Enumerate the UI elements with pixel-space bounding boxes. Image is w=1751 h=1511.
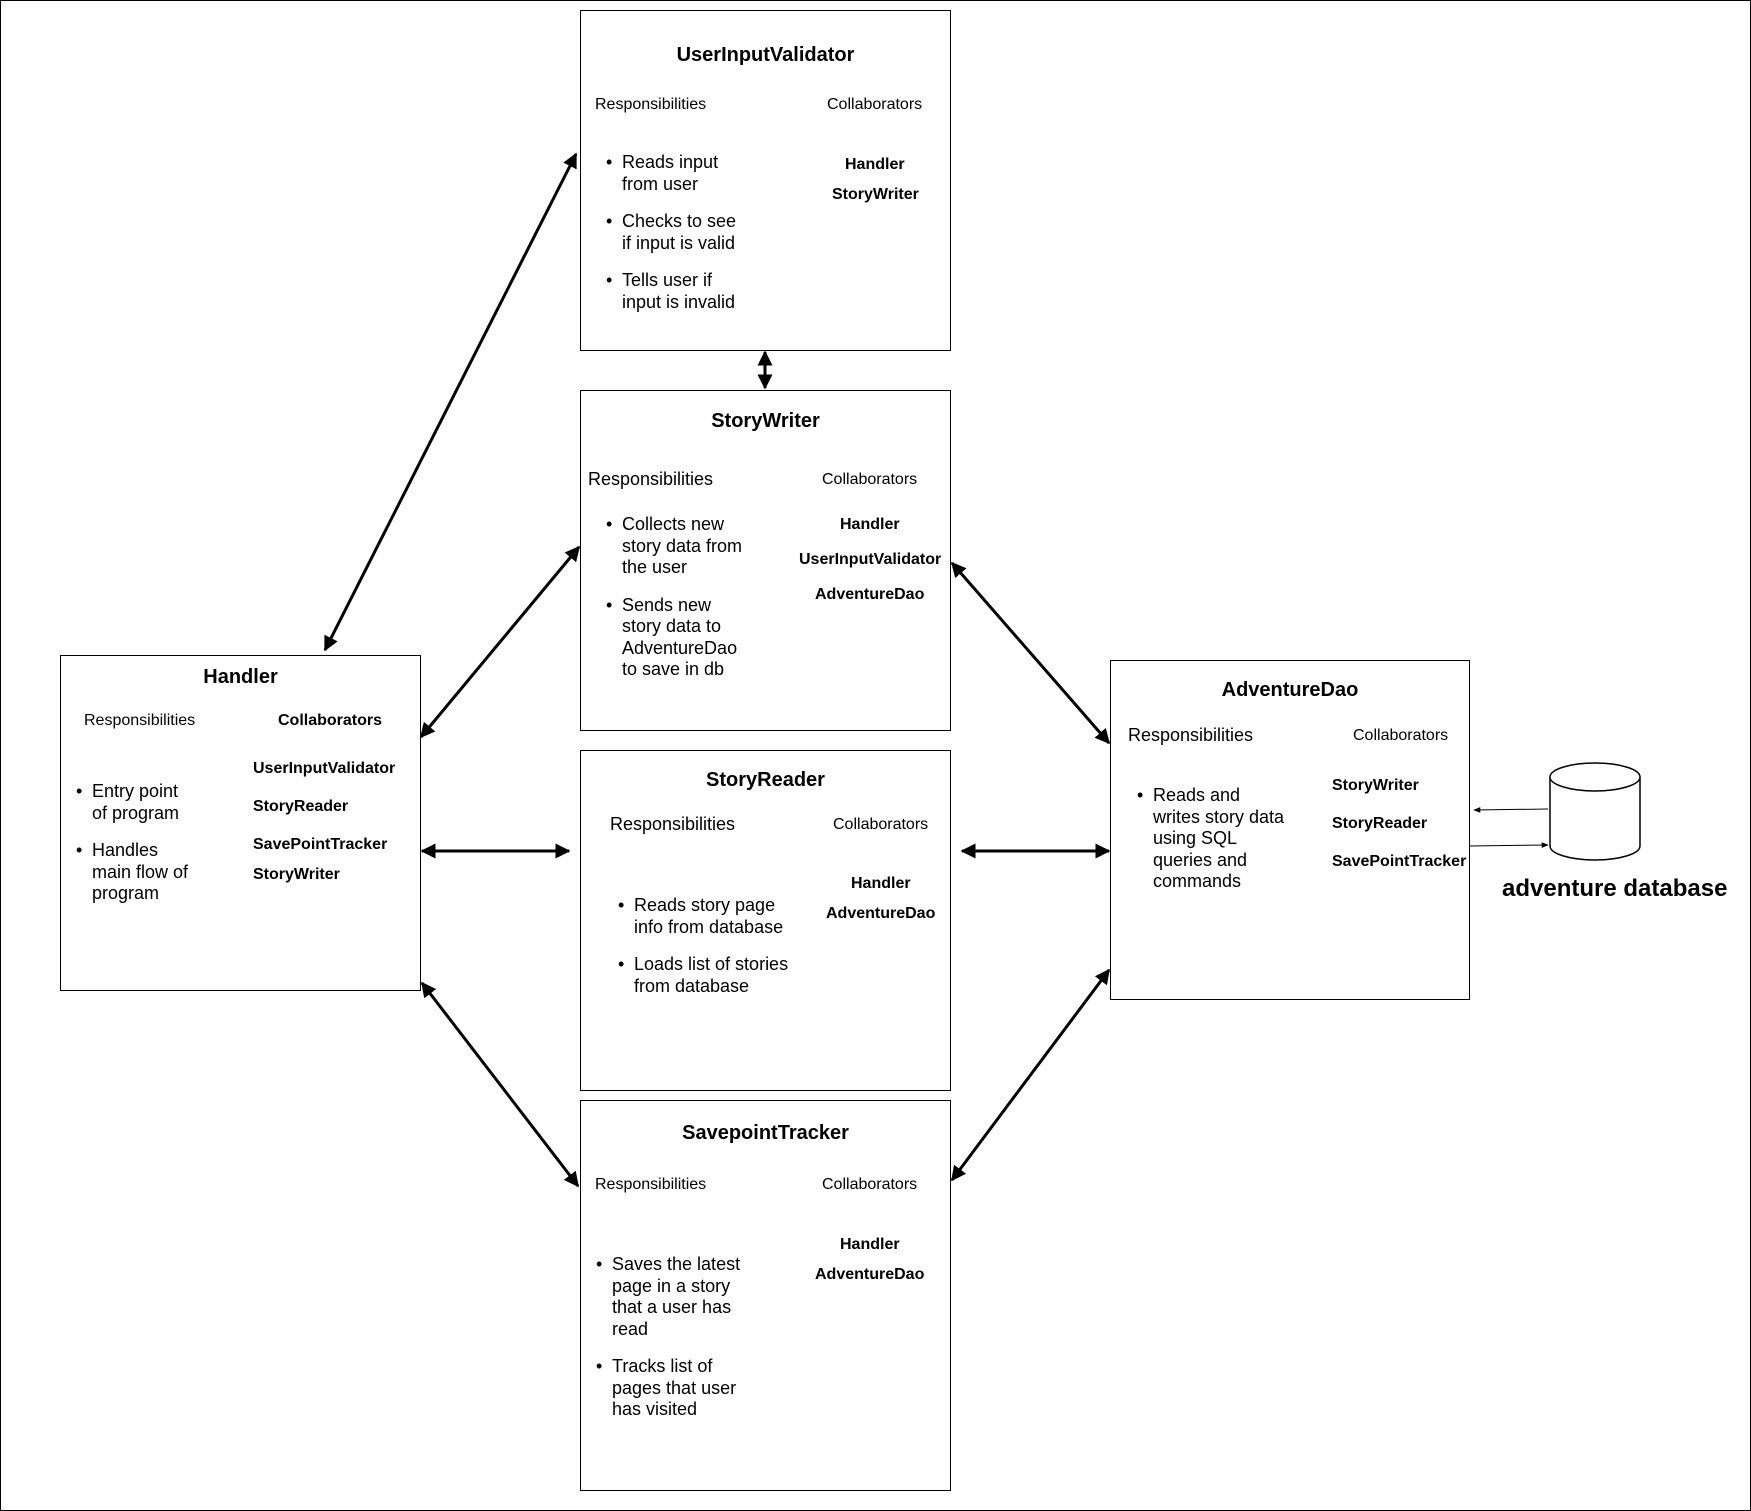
collaborator-item: SavePointTracker (1332, 853, 1467, 870)
card-title: AdventureDao (1221, 679, 1359, 701)
card-title: Handler (203, 666, 278, 688)
card-story-writer: StoryWriter Responsibilities Collaborato… (580, 390, 951, 731)
responsibilities-header: Responsibilities (610, 814, 736, 834)
collaborators-header: Collaborators (833, 816, 929, 833)
responsibilities-header: Responsibilities (84, 712, 196, 729)
collaborator-item: AdventureDao (826, 905, 936, 922)
card-user-input-validator: UserInputValidator Responsibilities Coll… (580, 10, 951, 351)
card-savepoint-tracker: SavepointTracker Responsibilities Collab… (580, 1100, 951, 1491)
collaborators-header: Collaborators (827, 96, 923, 113)
card-title: StoryReader (706, 769, 825, 791)
responsibilities-header: Responsibilities (588, 469, 714, 489)
card-adventure-dao: AdventureDao Responsibilities Collaborat… (1110, 660, 1470, 1000)
responsibility-item: •Tells user if input is invalid (606, 270, 736, 312)
collaborator-item: Handler (840, 1236, 900, 1253)
responsibilities-header: Responsibilities (595, 96, 707, 113)
collaborator-item: SavePointTracker (253, 836, 388, 853)
collaborators-header: Collaborators (278, 712, 383, 729)
arrow-handler-storywriter (419, 545, 581, 739)
collaborator-item: StoryWriter (1332, 777, 1419, 794)
collaborator-item: UserInputValidator (253, 760, 396, 777)
responsibilities-list: •Reads input from user •Checks to see if… (606, 152, 762, 329)
responsibilities-header: Responsibilities (1128, 725, 1254, 745)
arrow-handler-uservalidator (323, 152, 578, 652)
collaborator-item: UserInputValidator (799, 551, 942, 568)
responsibility-item: •Saves the latest page in a story that a… (596, 1254, 741, 1339)
collaborator-item: StoryWriter (832, 186, 919, 203)
arrow-dao-to-database (1469, 842, 1549, 848)
collaborator-item: StoryWriter (253, 866, 340, 883)
arrow-database-to-dao (1473, 807, 1549, 813)
card-handler: Handler Responsibilities Collaborators •… (60, 655, 421, 991)
responsibility-item: •Checks to see if input is valid (606, 211, 737, 253)
collaborator-item: Handler (851, 875, 911, 892)
collaborators-header: Collaborators (822, 471, 918, 488)
collaborator-item: Handler (840, 516, 900, 533)
responsibilities-header: Responsibilities (595, 1176, 707, 1193)
responsibility-item: •Entry point of program (76, 781, 180, 823)
database-label: adventure database (1502, 875, 1728, 902)
arrow-savepointtracker-adventuredao (950, 968, 1111, 1182)
responsibility-item: •Reads story page info from database (618, 895, 784, 937)
responsibility-item: •Handles main flow of program (76, 840, 189, 903)
arrow-storywriter-adventuredao (950, 561, 1111, 745)
collaborator-item: AdventureDao (815, 586, 925, 603)
responsibility-item: •Reads input from user (606, 152, 719, 194)
responsibility-item: •Loads list of stories from database (618, 954, 789, 996)
responsibilities-list: •Entry point of program •Handles main fl… (76, 781, 192, 921)
collaborators-header: Collaborators (1353, 727, 1449, 744)
responsibilities-list: •Saves the latest page in a story that a… (596, 1254, 742, 1437)
database-cylinder-icon (1549, 762, 1641, 861)
card-title: SavepointTracker (682, 1122, 849, 1144)
collaborator-item: StoryReader (1332, 815, 1428, 832)
responsibilities-list: •Reads and writes story data using SQL q… (1137, 785, 1288, 909)
arrow-handler-savepointtracker (420, 981, 580, 1188)
collaborators-header: Collaborators (822, 1176, 918, 1193)
responsibilities-list: •Collects new story data from the user •… (606, 514, 747, 697)
card-title: StoryWriter (711, 410, 820, 432)
responsibilities-list: •Reads story page info from database •Lo… (618, 895, 794, 1013)
responsibility-item: •Sends new story data to AdventureDao to… (606, 594, 738, 680)
collaborator-item: Handler (845, 156, 905, 173)
responsibility-item: •Tracks list of pages that user has visi… (596, 1356, 737, 1419)
collaborator-item: AdventureDao (815, 1266, 925, 1283)
responsibility-item: •Collects new story data from the user (606, 514, 743, 577)
collaborator-item: StoryReader (253, 798, 349, 815)
card-title: UserInputValidator (676, 44, 855, 66)
responsibility-item: •Reads and writes story data using SQL q… (1137, 785, 1285, 891)
card-story-reader: StoryReader Responsibilities Collaborato… (580, 750, 951, 1091)
